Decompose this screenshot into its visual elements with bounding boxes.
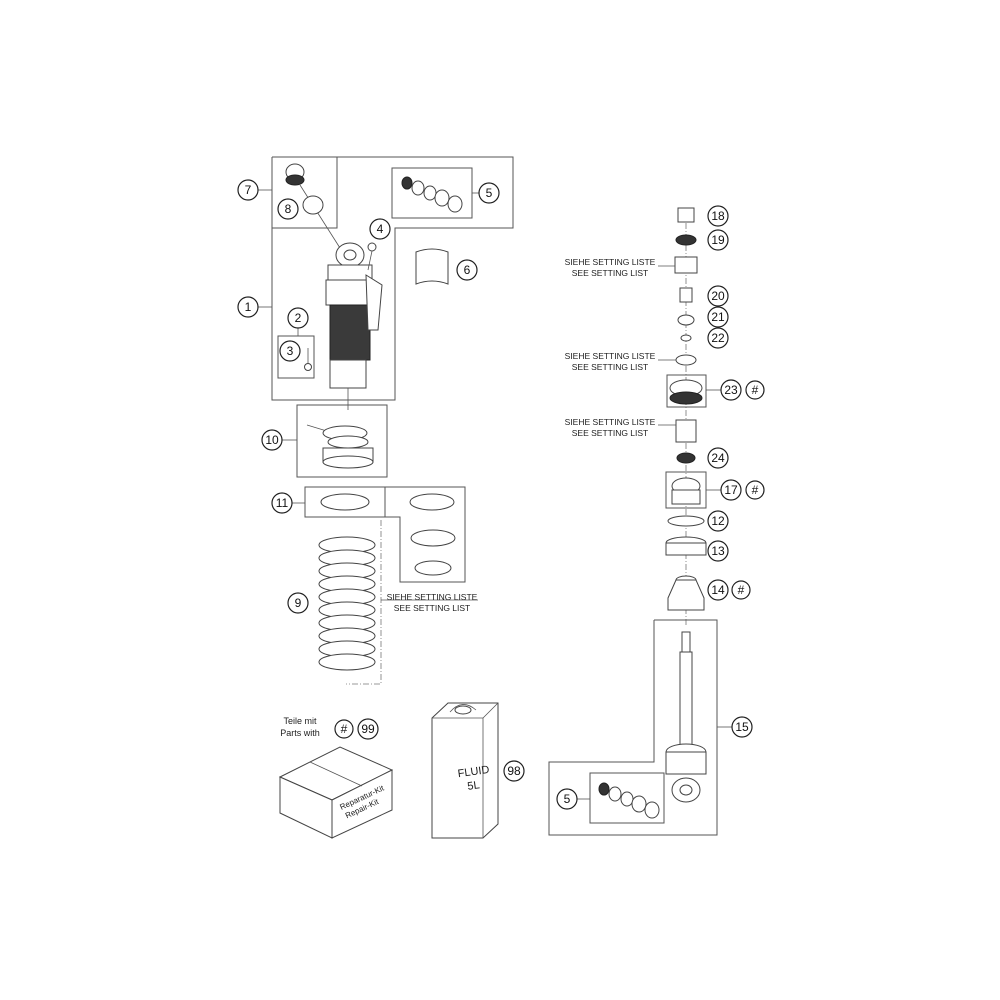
teile-mit-text: Teile mit bbox=[283, 716, 317, 726]
callout-6-text: 6 bbox=[464, 263, 471, 277]
callout-9: 9 bbox=[287, 592, 309, 614]
callout-13: 13 bbox=[707, 540, 729, 562]
callout-18-text: 18 bbox=[711, 209, 725, 223]
repair-kit-legend: Teile mit Parts with # 99 bbox=[280, 716, 379, 740]
callout-20: 20 bbox=[707, 285, 729, 307]
setting-note-en: SEE SETTING LIST bbox=[394, 603, 471, 613]
shock-frames bbox=[271, 156, 514, 583]
callout-24-text: 24 bbox=[711, 451, 725, 465]
callout-98-text: 98 bbox=[507, 764, 521, 778]
setting-note-3: SIEHE SETTING LISTE SEE SETTING LIST bbox=[565, 417, 676, 438]
callout-9-text: 9 bbox=[295, 596, 302, 610]
callout-12: 12 bbox=[707, 510, 729, 532]
can-label-2: 5L bbox=[467, 779, 481, 793]
setting-note-3-de: SIEHE SETTING LISTE bbox=[565, 417, 656, 427]
callout-7-text: 7 bbox=[245, 183, 252, 197]
callout-22: 22 bbox=[707, 327, 729, 349]
setting-note-spring: SIEHE SETTING LISTE SEE SETTING LIST bbox=[387, 592, 478, 613]
callout-22-text: 22 bbox=[711, 331, 725, 345]
callout-15-text: 15 bbox=[735, 720, 749, 734]
bolt-part bbox=[367, 242, 377, 271]
can-label-1: FLUID bbox=[457, 764, 490, 780]
fluid-can-part: FLUID 5L bbox=[431, 702, 499, 839]
spring-seat-rings-part bbox=[320, 493, 456, 576]
callout-11: 11 bbox=[271, 492, 305, 514]
callout-18: 18 bbox=[707, 205, 729, 227]
repair-kit-box-part: Reparatur-Kit Repair-Kit bbox=[278, 746, 394, 839]
seal-kit-part bbox=[401, 176, 463, 213]
bump-stop-sleeve-part bbox=[415, 248, 449, 285]
callout-6: 6 bbox=[456, 259, 478, 281]
callout-2-text: 2 bbox=[295, 311, 302, 325]
callout-23-hash: # bbox=[752, 383, 759, 397]
spring-part bbox=[318, 536, 376, 671]
piston-rod-assembly bbox=[548, 619, 718, 836]
callout-4: 4 bbox=[369, 218, 391, 240]
setting-note-2-de: SIEHE SETTING LISTE bbox=[565, 351, 656, 361]
setting-note-2-en: SEE SETTING LIST bbox=[572, 362, 649, 372]
valve-part bbox=[304, 348, 312, 371]
shock-absorber-part bbox=[299, 184, 383, 410]
callout-10-text: 10 bbox=[265, 433, 279, 447]
callout-4-text: 4 bbox=[377, 222, 384, 236]
callout-20-text: 20 bbox=[711, 289, 725, 303]
callout-5-lower: 5 bbox=[556, 788, 590, 810]
callout-11-text: 11 bbox=[276, 496, 289, 510]
callout-8-text: 8 bbox=[285, 202, 292, 216]
callout-7: 7 bbox=[237, 179, 272, 201]
setting-note-de: SIEHE SETTING LISTE bbox=[387, 592, 478, 602]
hash-legend-text: # bbox=[341, 722, 348, 736]
callout-21: 21 bbox=[707, 306, 729, 328]
callout-23-text: 23 bbox=[724, 383, 738, 397]
callout-1-text: 1 bbox=[245, 300, 252, 314]
setting-note-2: SIEHE SETTING LISTE SEE SETTING LIST bbox=[565, 351, 676, 372]
callout-99-text: 99 bbox=[361, 722, 375, 736]
callout-5-lower-text: 5 bbox=[564, 792, 571, 806]
callout-12-text: 12 bbox=[711, 514, 725, 528]
callout-17: 17 # bbox=[706, 479, 765, 501]
damper-rod-stack bbox=[665, 207, 707, 625]
callout-19: 19 bbox=[707, 229, 729, 251]
callout-14: 14 # bbox=[707, 579, 751, 601]
top-mount-part bbox=[285, 163, 324, 215]
callout-13-text: 13 bbox=[711, 544, 725, 558]
callout-14-hash: # bbox=[738, 583, 745, 597]
callout-19-text: 19 bbox=[711, 233, 725, 247]
callout-24: 24 bbox=[707, 447, 729, 469]
callout-3: 3 bbox=[279, 340, 301, 362]
callout-17-text: 17 bbox=[724, 483, 738, 497]
callout-5: 5 bbox=[472, 182, 500, 204]
spring-coil bbox=[318, 653, 376, 671]
callout-14-text: 14 bbox=[711, 583, 725, 597]
callout-5-text: 5 bbox=[486, 186, 493, 200]
callout-1: 1 bbox=[237, 296, 272, 318]
setting-note-1-en: SEE SETTING LIST bbox=[572, 268, 649, 278]
callout-3-text: 3 bbox=[287, 344, 294, 358]
preload-adjuster-part bbox=[306, 424, 374, 469]
callout-98: 98 bbox=[503, 760, 525, 782]
setting-note-1-de: SIEHE SETTING LISTE bbox=[565, 257, 656, 267]
callout-15: 15 bbox=[717, 716, 753, 738]
setting-note-3-en: SEE SETTING LIST bbox=[572, 428, 649, 438]
setting-note-1: SIEHE SETTING LISTE SEE SETTING LIST bbox=[565, 257, 675, 278]
callout-10: 10 bbox=[261, 429, 297, 451]
callout-8: 8 bbox=[277, 198, 299, 220]
callout-2: 2 bbox=[287, 307, 309, 336]
callout-21-text: 21 bbox=[711, 310, 725, 324]
callout-17-hash: # bbox=[752, 483, 759, 497]
callout-23: 23 # bbox=[706, 379, 765, 401]
parts-with-text: Parts with bbox=[280, 728, 320, 738]
